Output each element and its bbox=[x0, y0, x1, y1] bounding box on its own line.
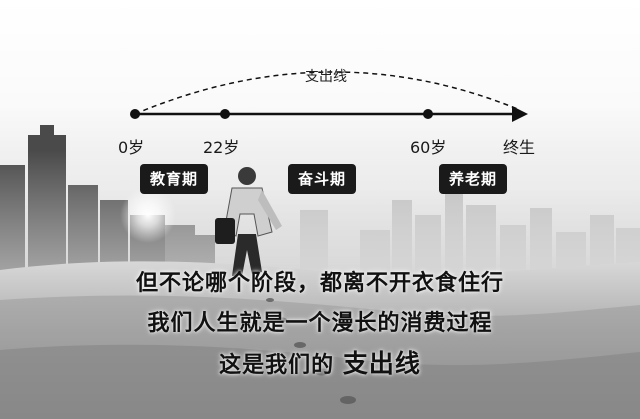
walking-man bbox=[215, 167, 282, 276]
timeline-arrow bbox=[512, 106, 528, 122]
caption-line-1: 但不论哪个阶段，都离不开衣食住行 bbox=[135, 271, 504, 296]
timeline-dot bbox=[423, 109, 433, 119]
expense-line-label: 支出线 bbox=[305, 69, 347, 85]
phase-badge-retirement: 养老期 bbox=[439, 164, 508, 194]
phase-badge-struggle: 奋斗期 bbox=[288, 164, 357, 194]
footprints bbox=[266, 298, 356, 404]
expense-arc bbox=[134, 71, 521, 115]
tick-label-lifetime: 终生 bbox=[503, 138, 536, 157]
tick-label-age-60: 60岁 bbox=[410, 138, 447, 157]
tick-label-age-22: 22岁 bbox=[203, 138, 240, 157]
phase-badge-education: 教育期 bbox=[140, 164, 209, 194]
timeline-dot bbox=[220, 109, 230, 119]
timeline-dot bbox=[130, 109, 140, 119]
sun-glare bbox=[120, 187, 176, 243]
caption-line-3: 这是我们的 支出线 bbox=[0, 344, 640, 380]
tick-label-age-0: 0岁 bbox=[118, 138, 145, 157]
caption-line-2: 我们人生就是一个漫长的消费过程 bbox=[147, 311, 493, 336]
caption-highlight: 支出线 bbox=[342, 349, 421, 378]
caption-line-3-prefix: 这是我们的 bbox=[219, 353, 343, 378]
